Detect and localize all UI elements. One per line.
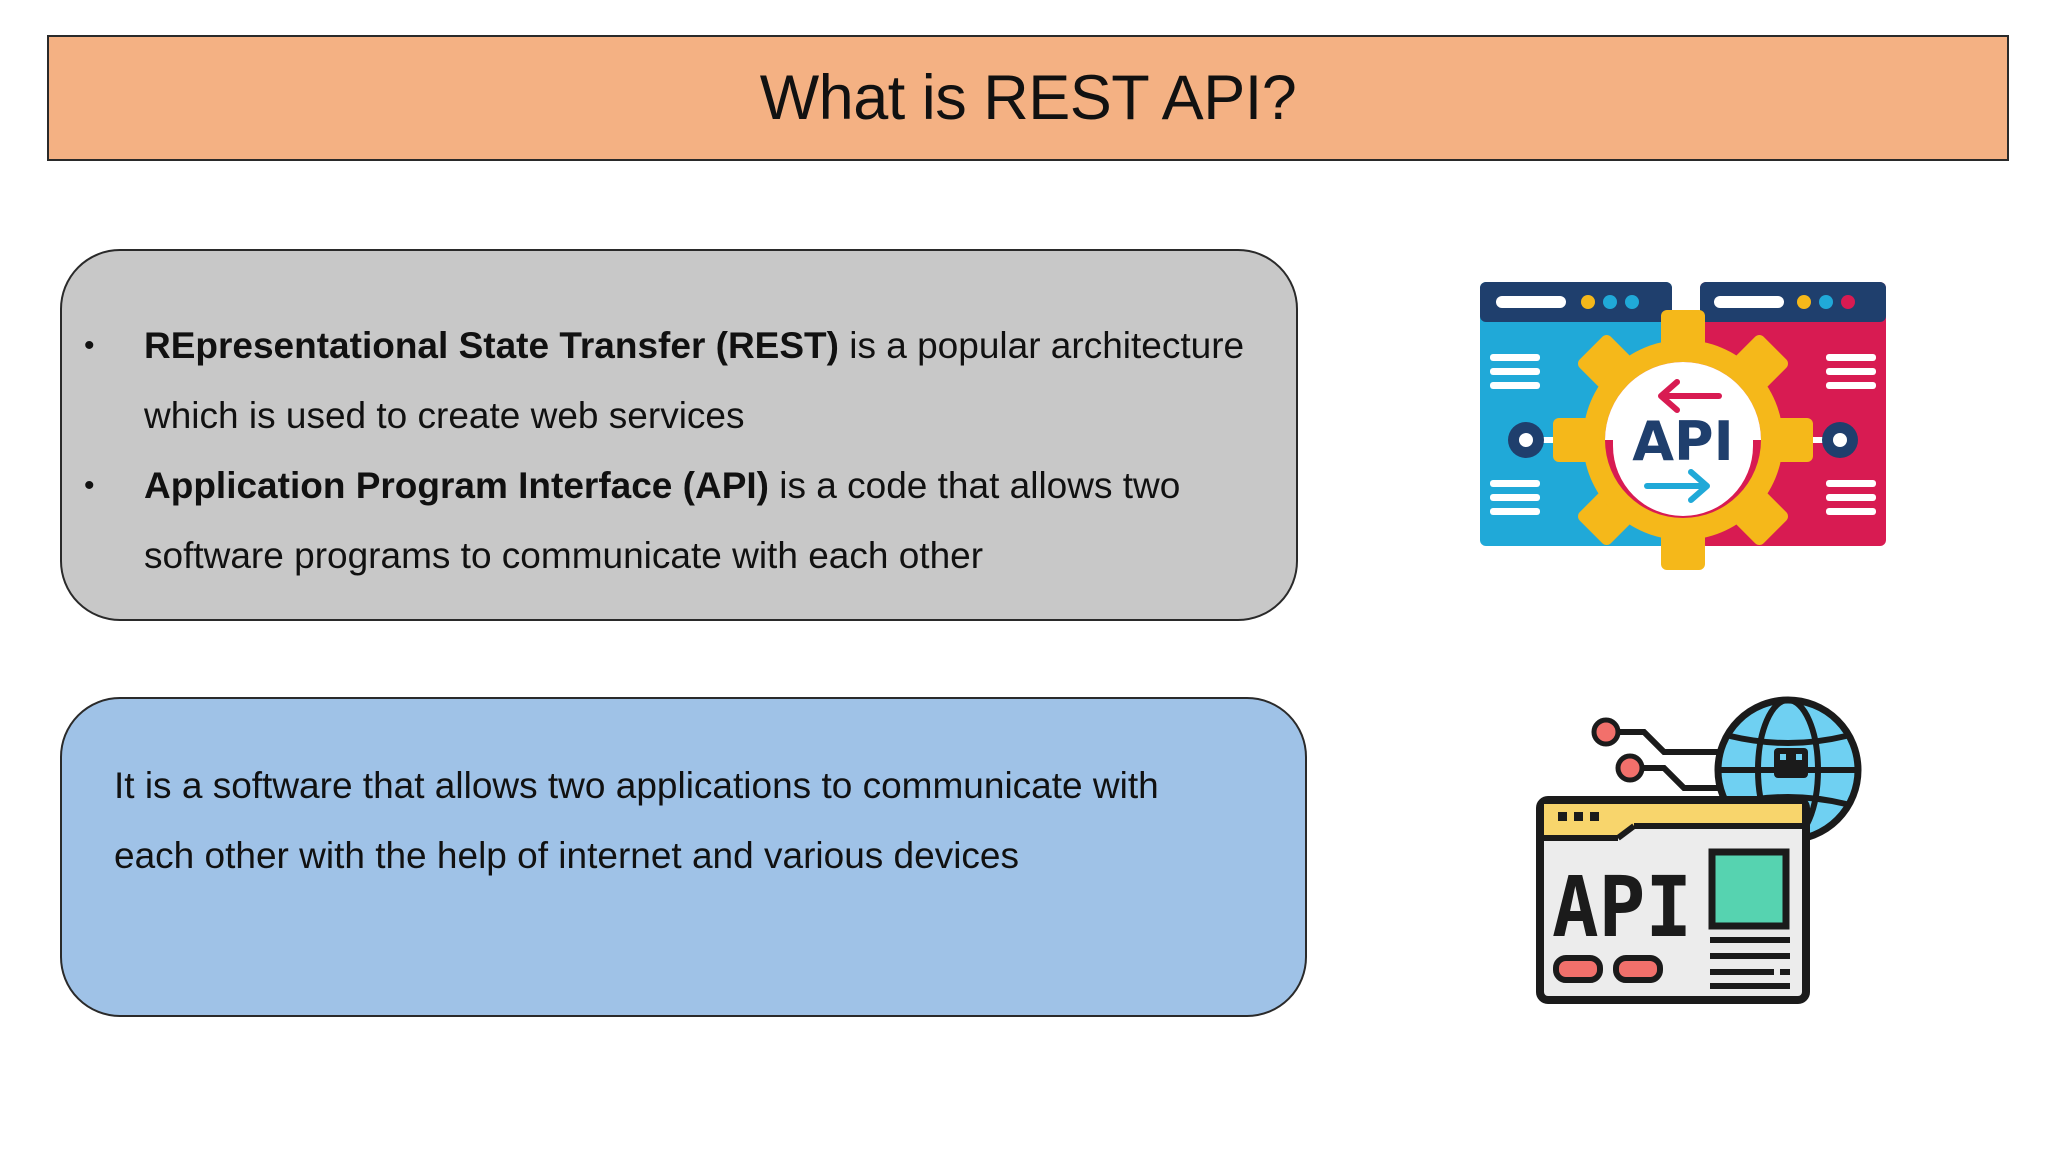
gear-icon-label: API (1632, 410, 1733, 473)
definition-term: REpresentational State Transfer (REST) (144, 325, 839, 366)
definition-item-rest: • REpresentational State Transfer (REST)… (62, 311, 1296, 451)
browser-icon-label: API (1552, 858, 1692, 956)
definition-item-api: • Application Program Interface (API) is… (62, 451, 1296, 591)
slide-title: What is REST API? (759, 63, 1297, 133)
title-bar: What is REST API? (47, 35, 2009, 161)
bullet-icon: • (84, 329, 95, 362)
definition-term: Application Program Interface (API) (144, 465, 769, 506)
definition-text: is a popular architecture which is used … (144, 325, 1245, 436)
description-text: It is a software that allows two applica… (114, 765, 1159, 876)
api-gear-icon: API (1478, 280, 1888, 576)
definition-list: • REpresentational State Transfer (REST)… (62, 311, 1296, 591)
definition-text: is a code that allows two software progr… (144, 465, 1181, 576)
bullet-icon: • (84, 469, 95, 502)
description-box: It is a software that allows two applica… (60, 697, 1307, 1017)
definition-box: • REpresentational State Transfer (REST)… (60, 249, 1298, 621)
api-browser-icon: API (1534, 692, 1870, 1006)
